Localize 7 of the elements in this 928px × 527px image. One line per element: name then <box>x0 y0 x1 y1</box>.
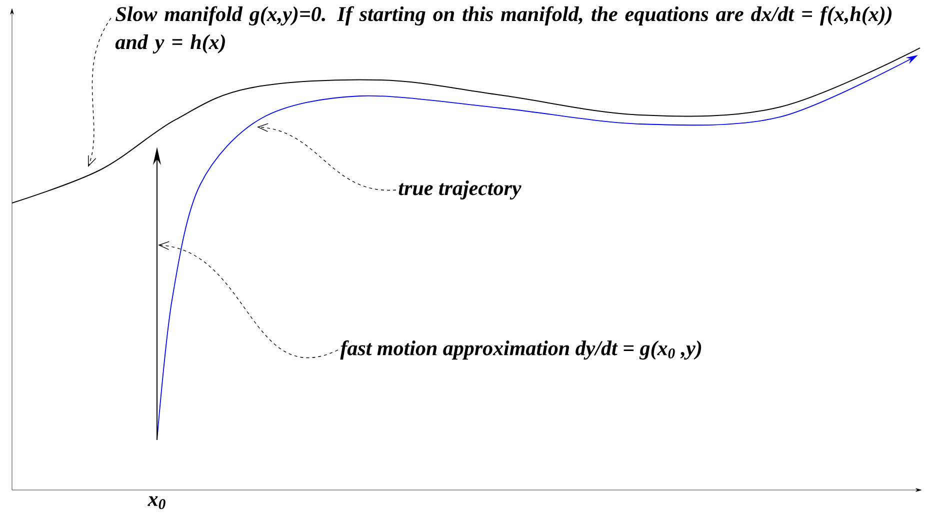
leader-line <box>257 123 396 190</box>
annotation-text: fast motion approximation dy/dt = g(x$_{0}$ ,y) <box>340 340 702 360</box>
leader-line <box>88 18 112 167</box>
axis-label: x$_{0}$ <box>148 496 166 510</box>
annotation-text: true trajectory <box>398 180 522 200</box>
annotation-text: Slow manifold g(x,y)=0. If starting on this manifold, the equations are dx/dt = f(x,h(x)) and y = h(x) <box>115 6 892 54</box>
leader-line <box>158 241 338 358</box>
